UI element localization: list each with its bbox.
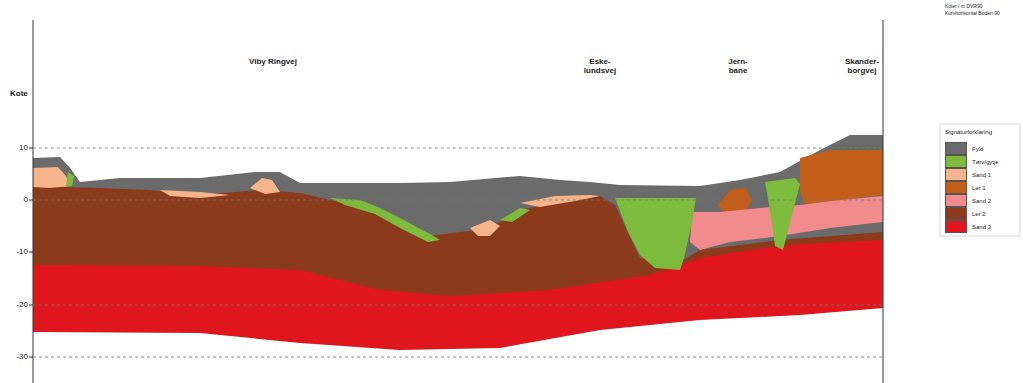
peat-lens xyxy=(500,208,530,222)
axis-tick-label: -10 xyxy=(15,248,29,257)
legend-label: Sand 3 xyxy=(972,224,991,230)
legend-swatch xyxy=(945,142,967,155)
legend-label: Sand 1 xyxy=(972,172,991,178)
axis-tick-label: 10 xyxy=(18,144,29,153)
legend-label: Fyld xyxy=(972,146,983,152)
legend-swatch xyxy=(945,220,967,233)
axis-ticks xyxy=(29,148,33,357)
legend-entry: Sand 1 xyxy=(945,168,991,181)
street-label: Jern- bane xyxy=(722,58,754,76)
street-label: Skander- borgvej xyxy=(837,58,887,76)
legend-entry: Fyld xyxy=(945,142,983,155)
legend-swatch xyxy=(945,194,967,207)
sand-1-lens xyxy=(470,220,500,236)
grid-lines xyxy=(33,148,883,357)
axis-tick-label: -20 xyxy=(15,301,29,310)
legend-label: Ler 1 xyxy=(972,185,986,191)
peat-lens xyxy=(66,172,74,186)
peat-lens xyxy=(330,198,440,242)
sand-1-lens xyxy=(160,190,230,198)
legend-swatch xyxy=(945,181,967,194)
legend-label: Tørv/gytje xyxy=(972,159,999,165)
axis-tick-label: -30 xyxy=(15,353,29,362)
legend-entry: Sand 3 xyxy=(945,220,991,233)
legend-entry: Sand 2 xyxy=(945,194,991,207)
ground-below xyxy=(33,308,883,383)
legend-entry: Ler 2 xyxy=(945,207,986,220)
legend-entry: Tørv/gytje xyxy=(945,155,999,168)
peat-lens xyxy=(765,178,800,250)
legend-swatch xyxy=(945,168,967,181)
legend-title: Signaturforklaring xyxy=(945,129,992,136)
axis-line xyxy=(33,20,34,383)
legend-label: Ler 2 xyxy=(972,211,986,217)
legend-swatch xyxy=(945,207,967,220)
axis-title: Kote xyxy=(10,90,28,99)
legend-entry: Ler 1 xyxy=(945,181,986,194)
note-text: Koter i m DVR90 xyxy=(945,4,983,10)
legend-label: Sand 2 xyxy=(972,198,991,204)
sand-1-lens xyxy=(520,195,600,207)
sand-1-lens xyxy=(250,178,280,194)
note-text: Kurvhorisontal Boden 90 xyxy=(945,11,1000,17)
axis-tick-label: 0 xyxy=(23,196,29,205)
street-label: Eske- lundsvej xyxy=(577,58,623,76)
legend-frame xyxy=(940,124,1020,236)
axis-line xyxy=(883,20,884,383)
street-label: Viby Ringvej xyxy=(248,58,298,67)
peat-lens xyxy=(615,198,696,270)
clay-1-lens xyxy=(800,150,883,205)
sand-1-lens xyxy=(33,167,72,188)
legend-swatch xyxy=(945,155,967,168)
